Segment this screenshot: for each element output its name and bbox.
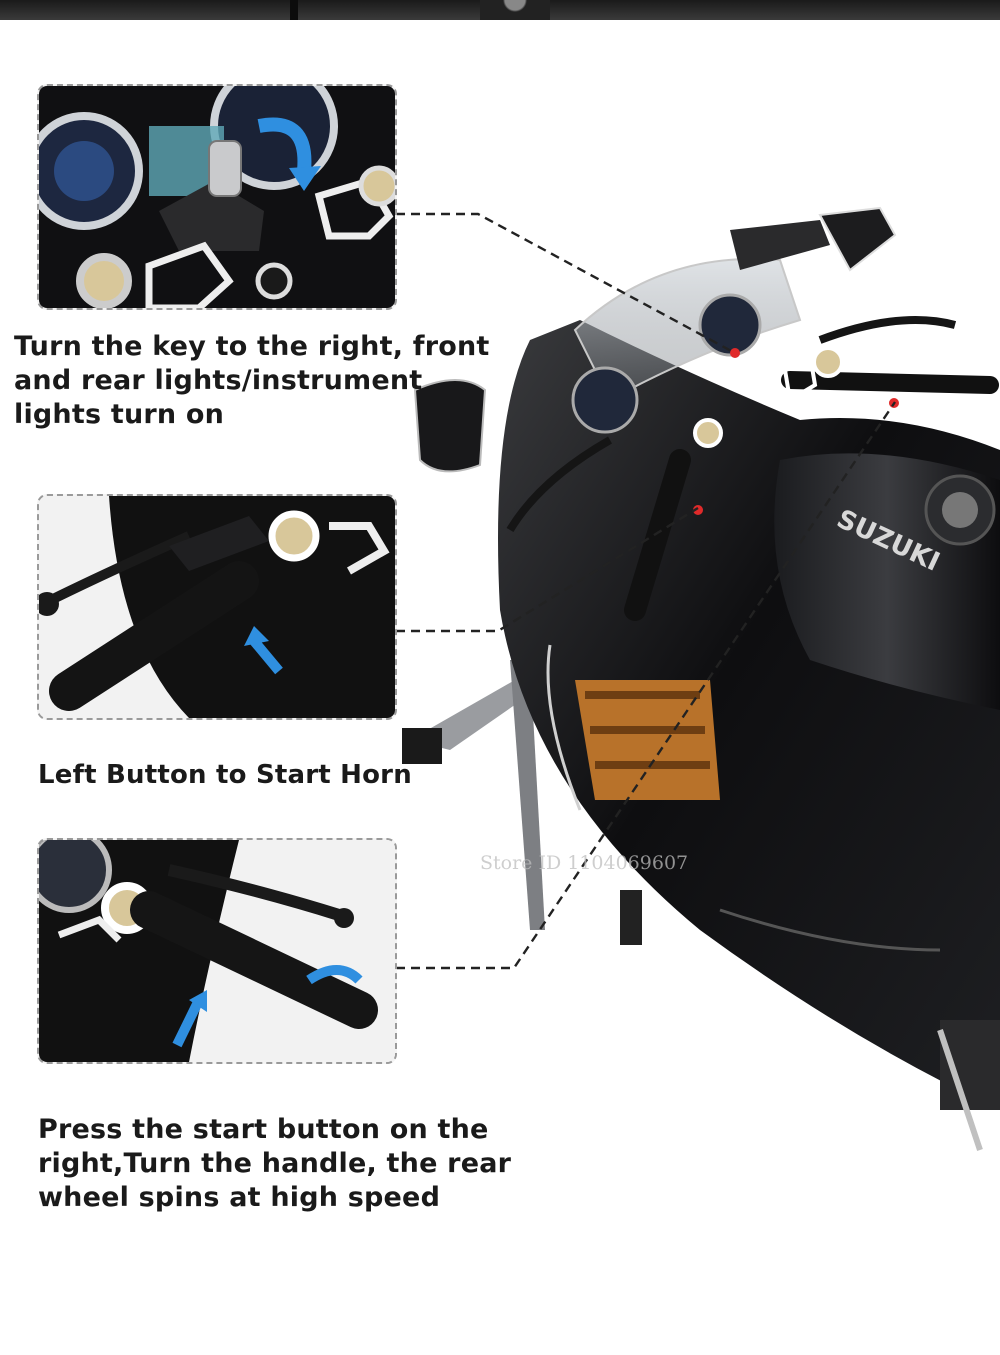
top-photo-strip	[0, 0, 1000, 20]
horn-detail-panel	[37, 494, 397, 720]
key-detail-panel	[37, 84, 397, 310]
horn-instruction: Left Button to Start Horn	[38, 760, 412, 790]
press-arrow-icon	[250, 637, 283, 675]
key-instruction: Turn the key to the right, front and rea…	[14, 331, 490, 430]
twist-arrow-icon	[306, 965, 363, 985]
throttle-instruction: Press the start button on the right,Turn…	[38, 1114, 512, 1213]
throttle-detail-panel	[37, 838, 397, 1064]
key-icon	[208, 140, 242, 197]
store-watermark: Store ID 1104069607	[480, 852, 689, 874]
rotate-arrow-icon	[257, 117, 312, 172]
press-arrow-icon	[172, 997, 204, 1048]
